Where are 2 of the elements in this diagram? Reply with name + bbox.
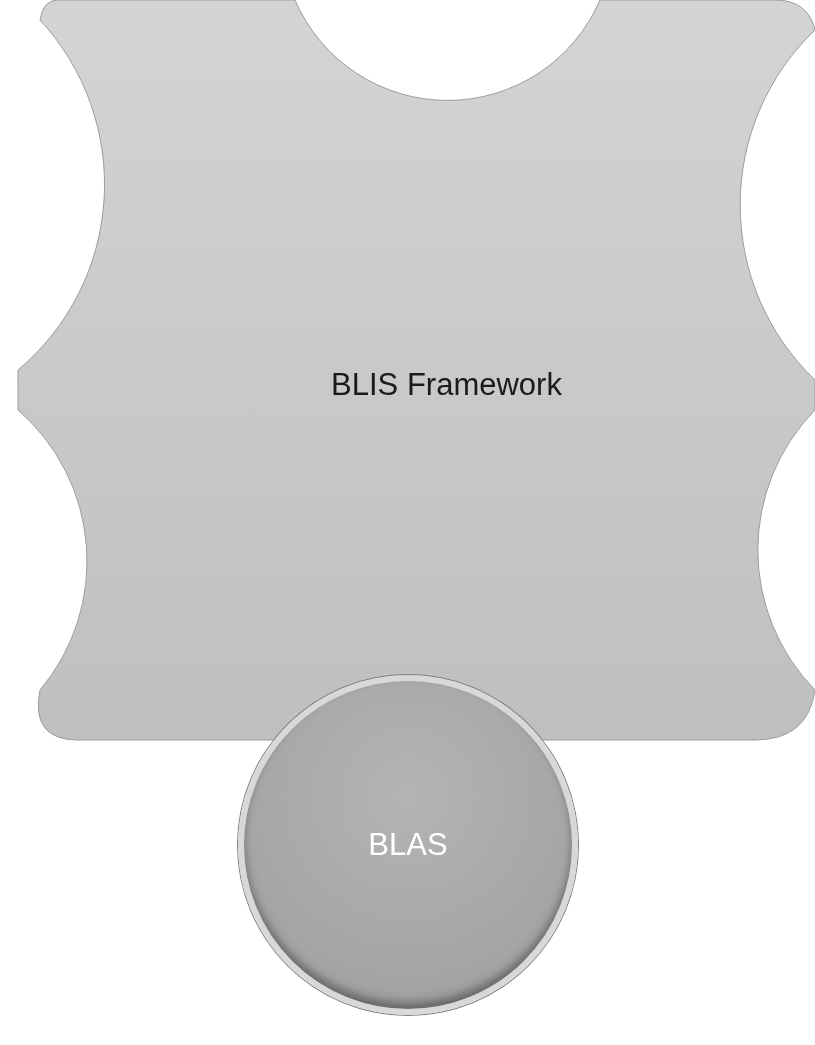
node-label: BLIS Framework	[330, 365, 563, 404]
node-label: BLAS	[368, 827, 448, 863]
